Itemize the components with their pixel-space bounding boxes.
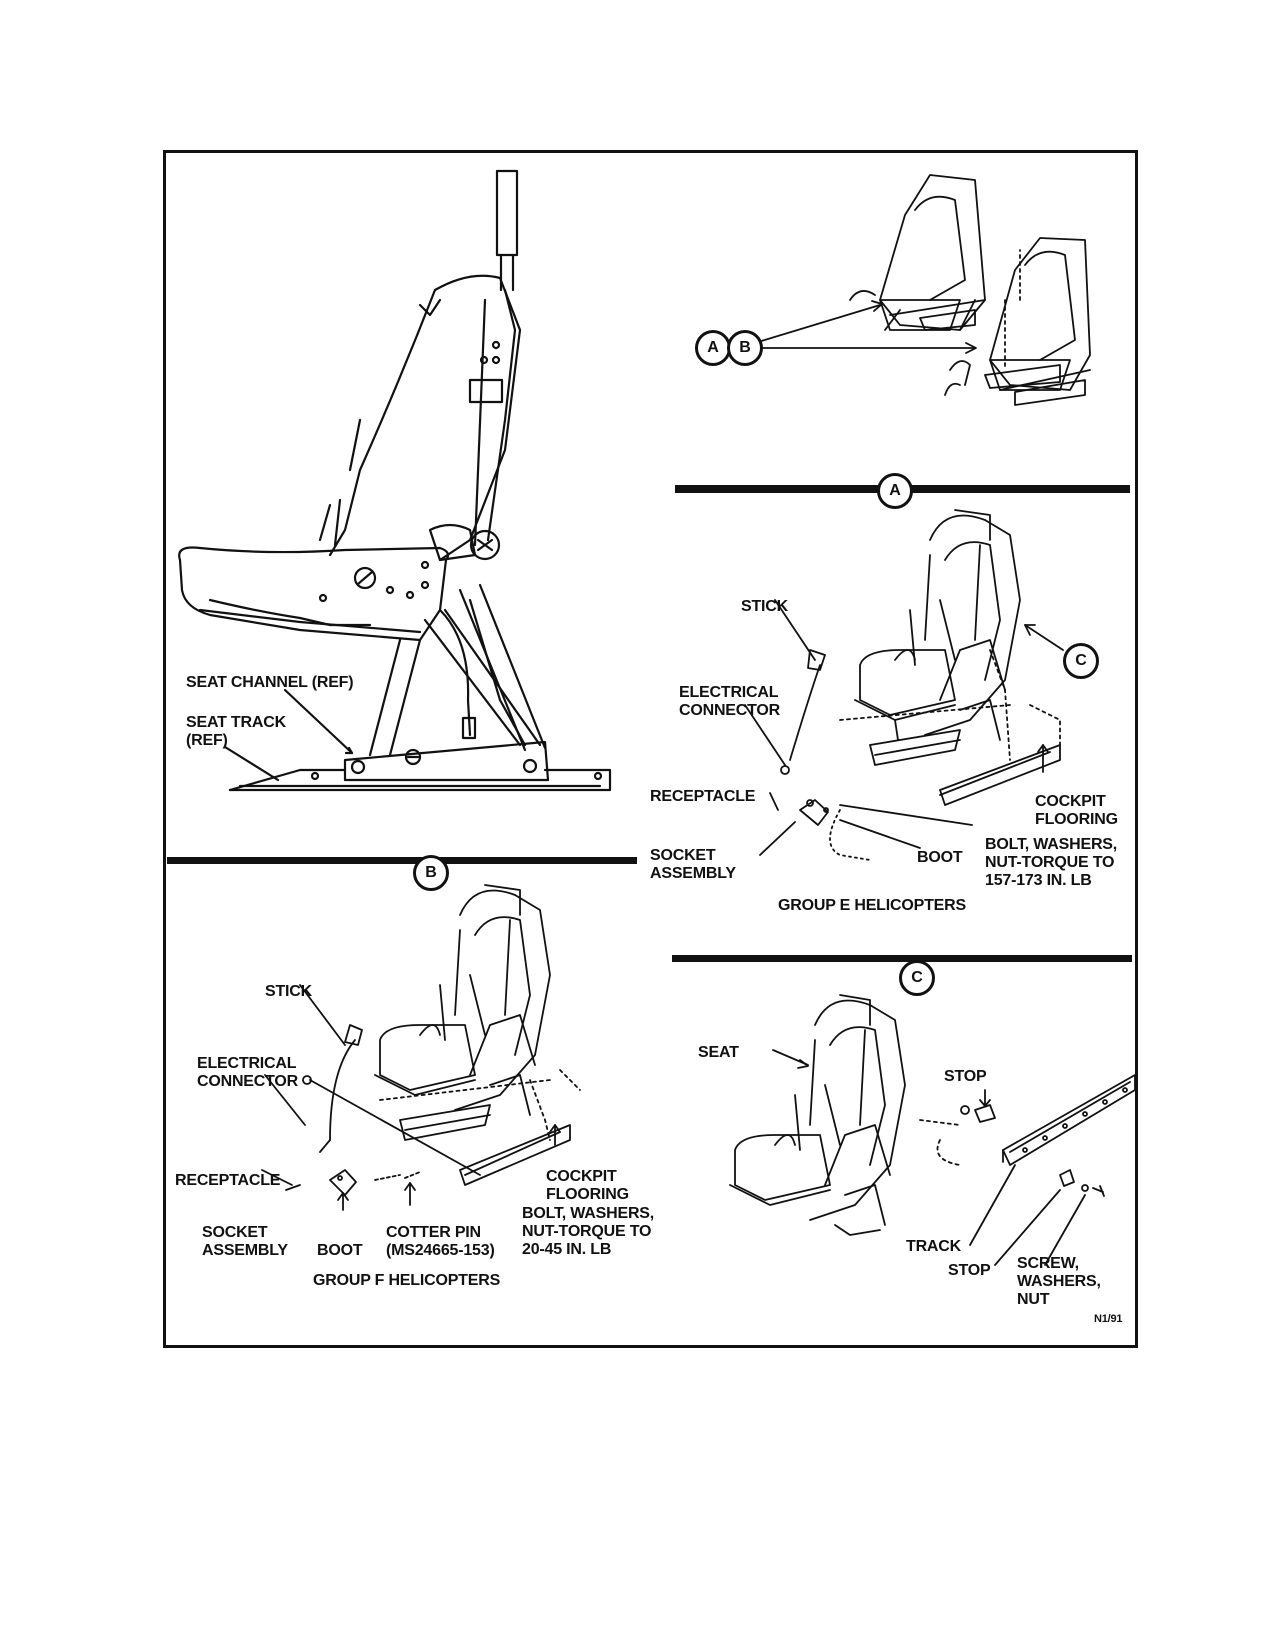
seat-track-label: SEAT TRACK (REF) bbox=[186, 714, 286, 749]
detail-c-seat-label: SEAT bbox=[698, 1044, 739, 1061]
callout-b-circle: B bbox=[727, 330, 763, 366]
section-b-header-bar-right bbox=[456, 857, 636, 864]
detail-a-callout-c-circle: C bbox=[1063, 643, 1099, 679]
detail-a-seat-illustration bbox=[744, 509, 1064, 861]
main-seat-illustration bbox=[178, 169, 612, 792]
detail-a-cockpit-flooring-label: COCKPIT FLOORING bbox=[1035, 793, 1118, 828]
detail-b-receptacle-label: RECEPTACLE bbox=[175, 1172, 281, 1189]
detail-c-seat-illustration bbox=[729, 994, 1136, 1266]
detail-a-caption: GROUP E HELICOPTERS bbox=[778, 897, 966, 914]
detail-b-seat-illustration bbox=[261, 884, 581, 1211]
detail-b-cotter-pin-label: COTTER PIN (MS24665-153) bbox=[386, 1224, 495, 1259]
section-c-header-bar bbox=[672, 955, 1132, 962]
detail-c-stop-bottom-label: STOP bbox=[948, 1262, 991, 1279]
detail-c-screw-label: SCREW, WASHERS, NUT bbox=[1017, 1255, 1101, 1308]
figure-frame bbox=[163, 150, 1138, 1348]
section-a-header-circle: A bbox=[877, 473, 913, 509]
detail-a-electrical-connector-label: ELECTRICAL CONNECTOR bbox=[679, 684, 781, 719]
section-b-header-bar-left bbox=[167, 857, 637, 864]
detail-a-receptacle-label: RECEPTACLE bbox=[650, 788, 756, 805]
detail-b-boot-label: BOOT bbox=[317, 1242, 363, 1259]
section-c-header-circle: C bbox=[899, 960, 935, 996]
detail-b-electrical-connector-label: ELECTRICAL CONNECTOR bbox=[197, 1055, 299, 1090]
callout-a-circle: A bbox=[695, 330, 731, 366]
detail-a-boot-label: BOOT bbox=[917, 849, 963, 866]
detail-c-track-label: TRACK bbox=[906, 1238, 961, 1255]
section-b-header-circle: B bbox=[413, 855, 449, 891]
detail-c-stop-top-label: STOP bbox=[944, 1068, 987, 1085]
overview-seats-illustration bbox=[744, 174, 1091, 406]
detail-b-cockpit-flooring-label: COCKPIT FLOORING bbox=[546, 1168, 629, 1203]
seat-channel-label: SEAT CHANNEL (REF) bbox=[186, 674, 354, 691]
detail-b-stick-label: STICK bbox=[265, 983, 313, 1000]
detail-a-bolt-label: BOLT, WASHERS, NUT-TORQUE TO 157-173 IN.… bbox=[985, 836, 1118, 889]
detail-a-stick-label: STICK bbox=[741, 598, 789, 615]
detail-a-socket-assembly-label: SOCKET ASSEMBLY bbox=[650, 847, 736, 882]
detail-b-socket-assembly-label: SOCKET ASSEMBLY bbox=[202, 1224, 288, 1259]
detail-b-bolt-label: BOLT, WASHERS, NUT-TORQUE TO 20-45 IN. L… bbox=[522, 1205, 655, 1258]
detail-b-caption: GROUP F HELICOPTERS bbox=[313, 1272, 501, 1289]
figure-code: N1/91 bbox=[1094, 1313, 1123, 1325]
